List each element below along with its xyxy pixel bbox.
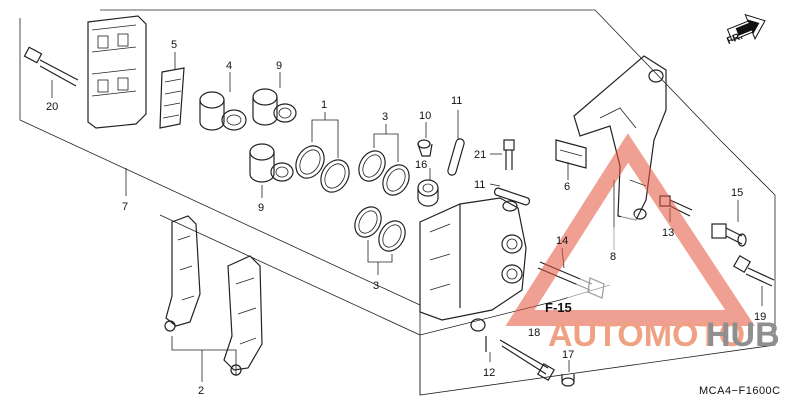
callout-19: 19	[754, 311, 766, 323]
part-15-bolt	[711, 200, 747, 247]
callout-9-lower: 9	[258, 202, 264, 214]
part-2-brake-pads	[164, 215, 263, 382]
section-reference[interactable]: F-15	[545, 300, 572, 315]
part-17-cap	[561, 360, 575, 387]
callout-20: 20	[46, 101, 58, 113]
part-3-seals-upper	[358, 124, 410, 196]
callout-6: 6	[564, 181, 570, 193]
assembly-outline	[19, 9, 776, 396]
callout-14: 14	[556, 235, 568, 247]
callout-7: 7	[122, 201, 128, 213]
part-18-pin-bolt	[499, 339, 556, 382]
part-11-clip-upper	[447, 110, 465, 176]
part-6-retainer	[555, 139, 587, 180]
callout-4: 4	[226, 60, 232, 72]
callout-21: 21	[474, 149, 486, 161]
front-arrow-icon	[726, 13, 766, 42]
watermark-text-auto: AUTOMOTO	[548, 316, 745, 354]
part-10-bleeder	[417, 122, 433, 157]
callout-16: 16	[415, 159, 427, 171]
callout-12: 12	[483, 367, 495, 379]
part-12-pin	[485, 336, 491, 362]
part-21-bleeder-screw	[490, 139, 515, 170]
caliper-body	[419, 197, 527, 332]
part-4-piston	[199, 72, 247, 131]
callout-3-upper: 3	[382, 111, 388, 123]
part-16-boot	[417, 168, 439, 207]
part-3-seals-lower	[354, 206, 406, 275]
callout-2: 2	[198, 385, 204, 397]
part-9-piston-upper	[252, 72, 297, 126]
part-19-bolt	[732, 254, 775, 306]
callout-11-lower: 11	[474, 179, 485, 191]
part-9-piston-lower	[249, 143, 294, 198]
part-1-seals	[295, 112, 350, 193]
callout-18: 18	[528, 327, 540, 339]
diagram-code: MCA4−F1600C	[699, 385, 781, 397]
watermark-logo	[505, 133, 755, 326]
watermark-text-hub: HUB	[706, 316, 780, 354]
part-11-clip-lower	[489, 183, 530, 206]
part-20-bolt	[23, 46, 79, 98]
part-7-pad-set	[87, 15, 147, 129]
callout-11-upper: 11	[451, 95, 462, 107]
callout-8: 8	[610, 251, 616, 263]
callout-13: 13	[662, 227, 674, 239]
callout-5: 5	[171, 39, 177, 51]
callout-15: 15	[731, 187, 743, 199]
part-5-pad-spring	[159, 52, 185, 129]
callout-3-lower: 3	[373, 280, 379, 292]
callout-10: 10	[419, 110, 431, 122]
callout-17: 17	[562, 349, 574, 361]
callout-1: 1	[321, 99, 327, 111]
callout-9-upper: 9	[276, 60, 282, 72]
